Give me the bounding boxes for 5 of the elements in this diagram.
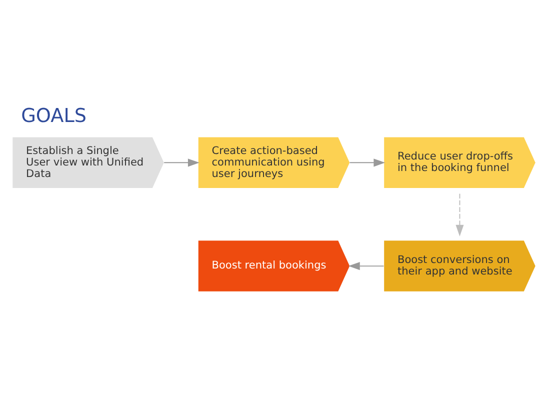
diagram-title: GOALS bbox=[21, 104, 87, 127]
arrow bbox=[348, 262, 384, 270]
arrow bbox=[164, 158, 200, 167]
arrow bbox=[349, 158, 386, 167]
arrow bbox=[456, 193, 464, 236]
